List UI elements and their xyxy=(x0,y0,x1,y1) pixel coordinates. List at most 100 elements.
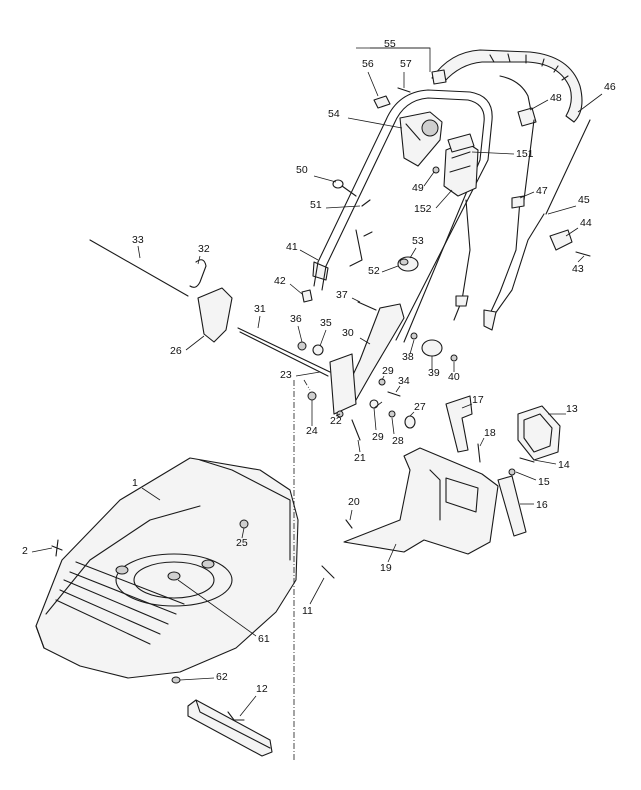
callout-label-c55: 55 xyxy=(384,38,396,50)
callout-label-c23: 23 xyxy=(280,369,292,381)
top-grip-handle xyxy=(431,49,583,123)
leader-line-c51 xyxy=(325,205,361,209)
leader-line-c62 xyxy=(179,677,215,681)
leader-line-c151 xyxy=(471,151,515,155)
leader-line-c50 xyxy=(313,175,337,183)
height-adjust-lever xyxy=(329,303,405,415)
washer-35 xyxy=(312,344,324,356)
leader-line-c29b xyxy=(373,401,383,431)
callout-label-c40: 40 xyxy=(448,371,460,383)
leader-line-c30 xyxy=(359,337,371,345)
leader-line-c12 xyxy=(239,695,257,717)
callout-label-c34: 34 xyxy=(398,375,410,387)
nut-24 xyxy=(307,391,317,401)
leader-line-c41 xyxy=(299,249,319,261)
lower-handle-bar xyxy=(313,199,373,291)
callout-label-c44: 44 xyxy=(580,217,592,229)
nut-28 xyxy=(388,410,396,418)
callout-label-c33: 33 xyxy=(132,234,144,246)
leader-line-c47 xyxy=(519,191,535,199)
cable-clip xyxy=(549,229,573,251)
callout-label-c39: 39 xyxy=(428,367,440,379)
leader-line-c33 xyxy=(137,245,141,259)
callout-label-c43: 43 xyxy=(572,263,584,275)
rear-flap-bracket xyxy=(445,395,473,453)
alignment-guide xyxy=(293,379,311,760)
leader-line-c46 xyxy=(577,93,603,113)
leader-line-c49 xyxy=(423,171,435,187)
washer-29-upper xyxy=(378,378,386,386)
callout-label-c36: 36 xyxy=(290,313,302,325)
screw-2 xyxy=(51,539,63,557)
bail-lever xyxy=(499,75,537,127)
washer-62 xyxy=(171,676,181,684)
screw-cable-clip xyxy=(575,251,591,257)
callout-label-c50: 50 xyxy=(296,164,308,176)
screw-11 xyxy=(321,565,335,579)
bolt-37 xyxy=(357,301,377,311)
callout-label-c51: 51 xyxy=(310,199,322,211)
callout-label-c48: 48 xyxy=(550,92,562,104)
screw-small xyxy=(397,87,411,93)
screw-18 xyxy=(477,443,481,463)
callout-label-c14: 14 xyxy=(558,459,570,471)
leader-line-c54 xyxy=(347,117,403,129)
spring-hook xyxy=(189,259,207,288)
callout-label-c18: 18 xyxy=(484,427,496,439)
washer-38 xyxy=(410,332,418,340)
callout-label-c45: 45 xyxy=(578,194,590,206)
washer-29-lower xyxy=(369,399,379,409)
callout-label-c28: 28 xyxy=(392,435,404,447)
leader-line-c14 xyxy=(533,459,557,465)
leader-line-c56 xyxy=(367,71,379,97)
callout-label-c53: 53 xyxy=(412,235,424,247)
leader-line-c11 xyxy=(309,577,325,605)
leader-line-c31 xyxy=(257,315,261,329)
callout-label-c29b: 29 xyxy=(372,431,384,443)
switch-box xyxy=(399,111,443,167)
bolt-21 xyxy=(351,419,361,441)
callout-label-c46: 46 xyxy=(604,81,616,93)
nut-40 xyxy=(450,354,458,362)
leader-line-c53 xyxy=(409,247,417,259)
side-bar-16 xyxy=(497,475,527,537)
callout-label-c41: 41 xyxy=(286,241,298,253)
mower-deck xyxy=(35,457,299,679)
screw-20 xyxy=(345,519,353,529)
callout-label-c56: 56 xyxy=(362,58,374,70)
leader-line-c17 xyxy=(461,403,473,409)
end-cap xyxy=(301,289,313,303)
leader-line-c38 xyxy=(409,339,415,355)
callout-label-c13: 13 xyxy=(566,403,578,415)
leader-line-c61 xyxy=(177,579,257,637)
callout-label-c15: 15 xyxy=(538,476,550,488)
washer-36 xyxy=(297,341,307,351)
cover-13 xyxy=(517,405,561,461)
height-adjust-bracket xyxy=(197,287,233,343)
callout-label-c27: 27 xyxy=(414,401,426,413)
callout-label-c151: 151 xyxy=(516,148,534,160)
eye-bolt xyxy=(332,179,357,197)
control-cables xyxy=(453,119,591,331)
cap-27 xyxy=(404,415,416,429)
clip xyxy=(373,95,391,109)
nut-15 xyxy=(508,468,516,476)
bolt-34 xyxy=(387,391,401,397)
callout-label-c54: 54 xyxy=(328,108,340,120)
callout-label-c35: 35 xyxy=(320,317,332,329)
leader-line-c22 xyxy=(335,413,341,417)
leader-line-c37 xyxy=(351,297,361,303)
callout-label-c38: 38 xyxy=(402,351,414,363)
leader-line-c27 xyxy=(409,411,415,417)
nut-small xyxy=(432,166,440,174)
callout-label-c52: 52 xyxy=(368,265,380,277)
long-rod xyxy=(89,239,189,297)
callout-label-c62: 62 xyxy=(216,671,228,683)
callout-label-c19: 19 xyxy=(380,562,392,574)
leader-line-c44 xyxy=(565,227,579,237)
callout-label-c49: 49 xyxy=(412,182,424,194)
callout-label-c152: 152 xyxy=(414,203,432,215)
leader-line-c35 xyxy=(319,329,327,347)
